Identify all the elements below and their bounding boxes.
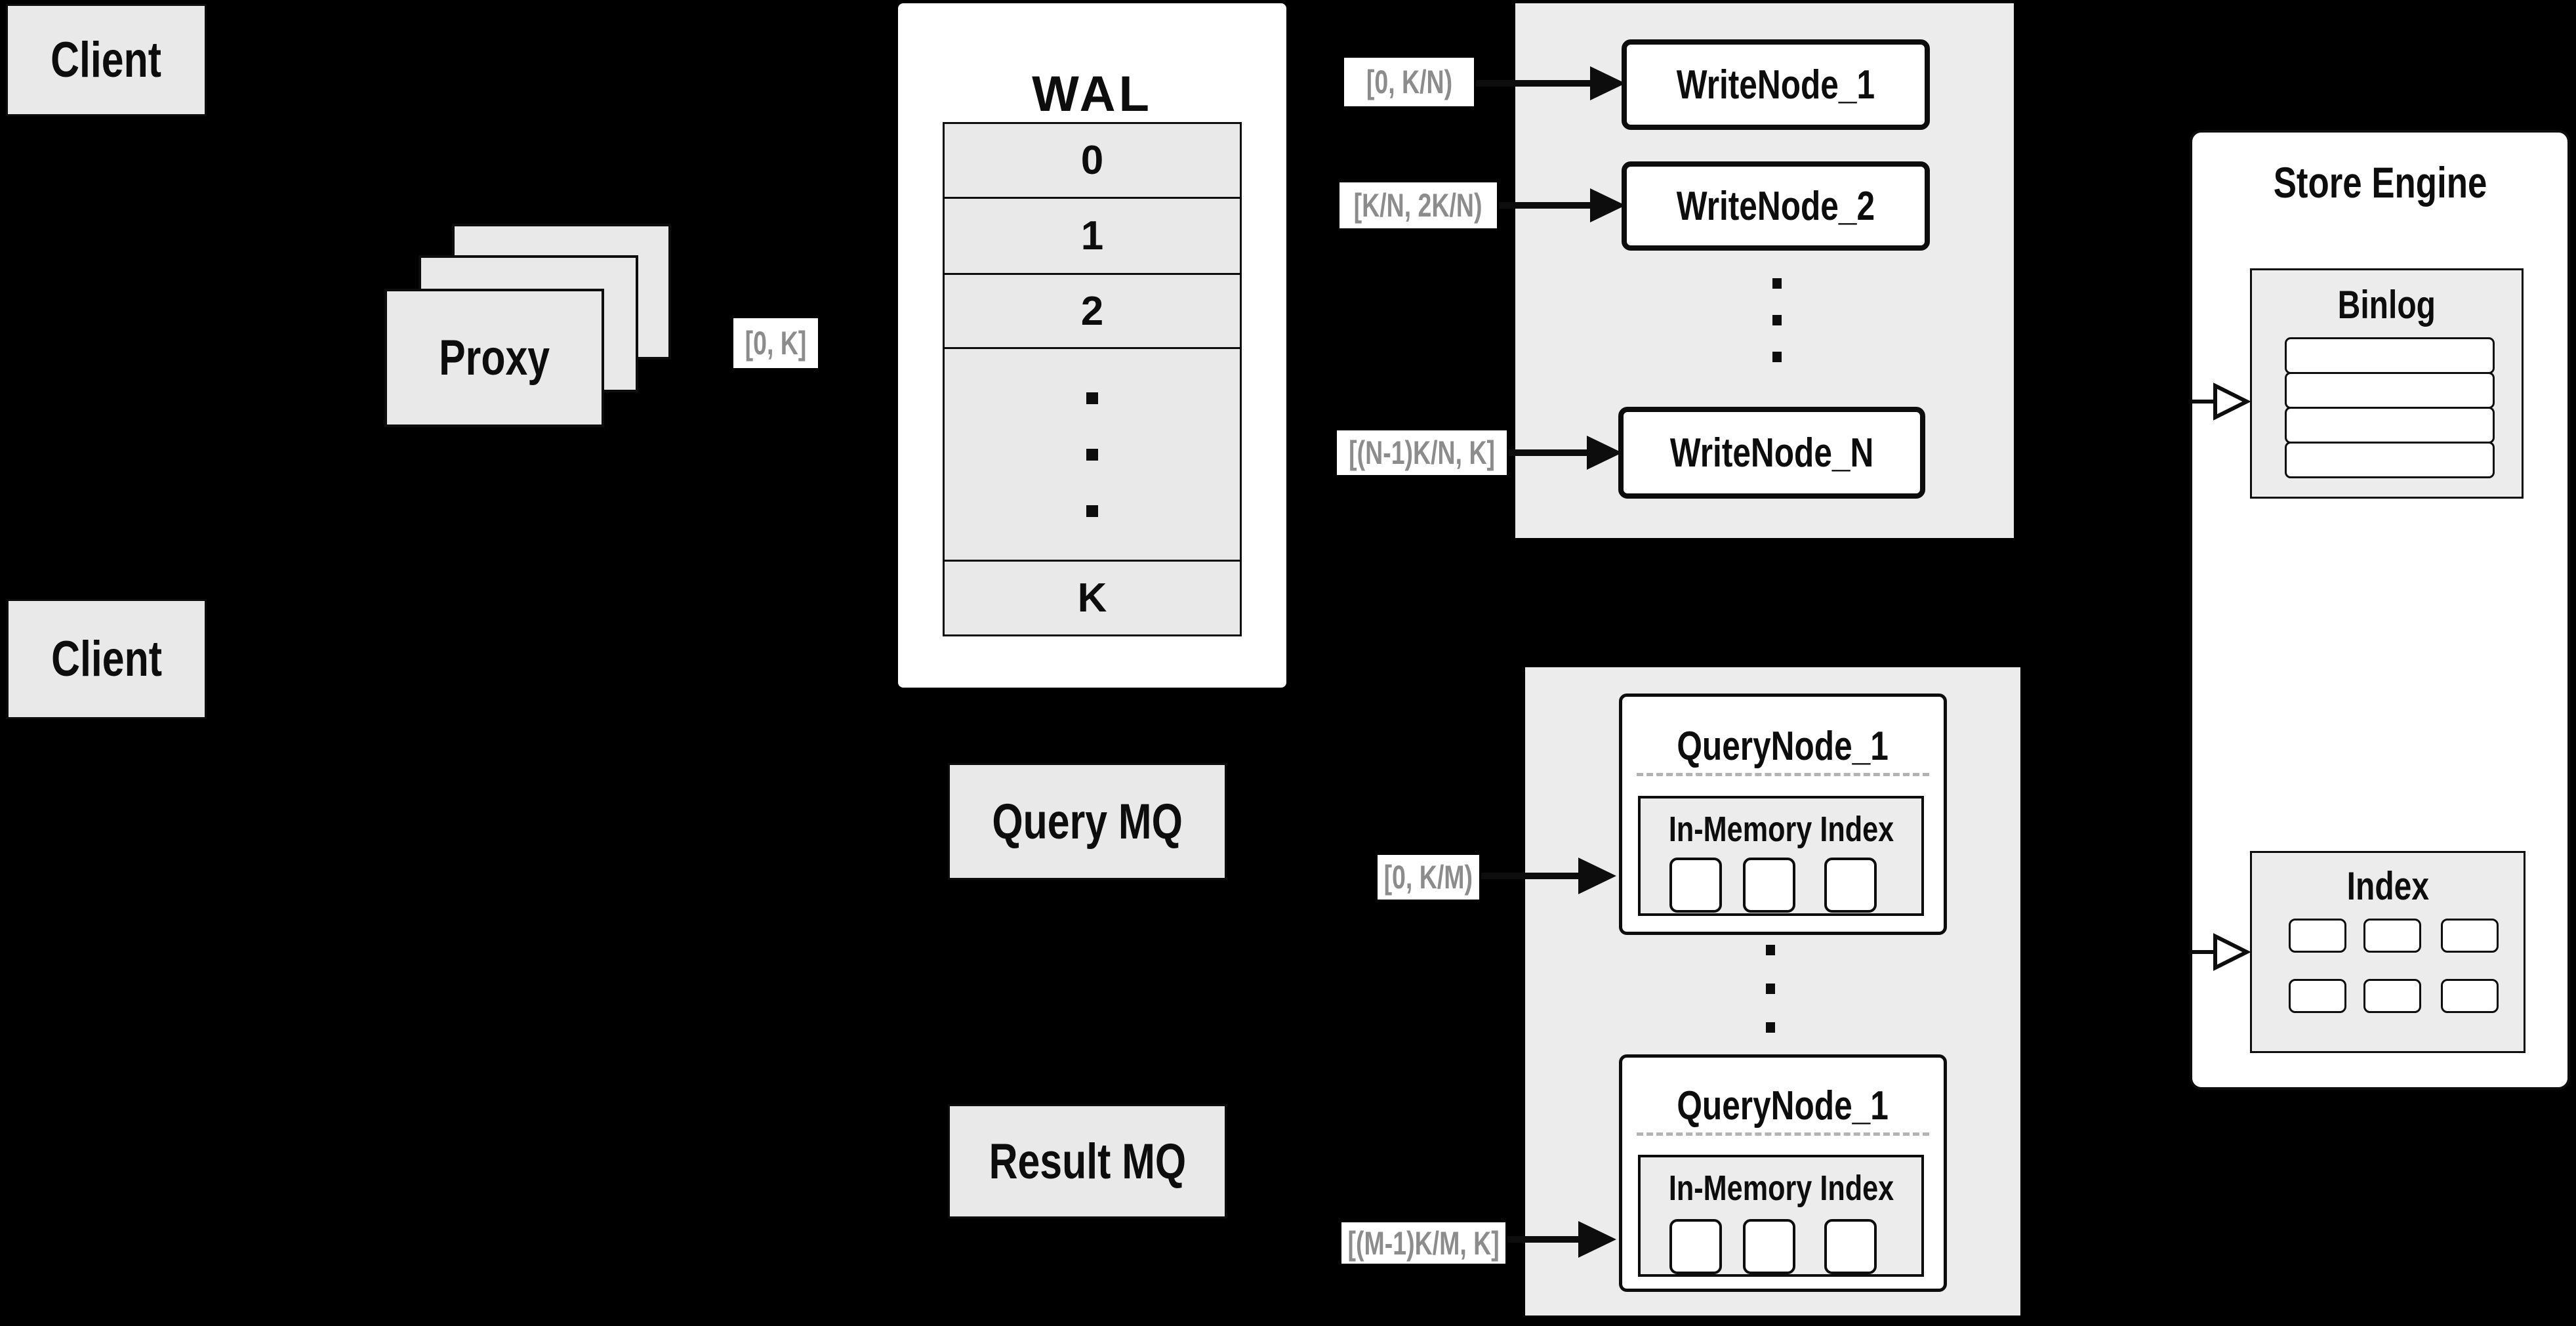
range-label-proxy-to-wal: [0, K] bbox=[733, 318, 818, 368]
index-cell bbox=[2363, 919, 2421, 953]
index-cell bbox=[2289, 979, 2346, 1013]
write-node-1-box: WriteNode_1 bbox=[1622, 39, 1930, 130]
proxy-label: Proxy bbox=[438, 330, 550, 386]
store-engine-title: Store Engine bbox=[2274, 158, 2487, 207]
write-node-n-box: WriteNode_N bbox=[1618, 407, 1925, 499]
segment-cell bbox=[1669, 1219, 1722, 1274]
index-cell bbox=[2289, 919, 2346, 953]
in-memory-index-bottom-title: In-Memory Index bbox=[1668, 1169, 1894, 1208]
client-top-label: Client bbox=[51, 32, 162, 88]
query-mq-box: Query MQ bbox=[948, 763, 1227, 880]
segment-cell bbox=[1824, 1219, 1877, 1274]
in-memory-index-bottom: In-Memory Index bbox=[1638, 1155, 1924, 1277]
query-node-bottom-box: QueryNode_1 In-Memory Index bbox=[1619, 1054, 1947, 1292]
wal-segment-table: 0 1 2 K bbox=[943, 122, 1242, 636]
binlog-row bbox=[2285, 372, 2495, 409]
binlog-title: Binlog bbox=[2337, 283, 2436, 327]
query-node-bottom-title: QueryNode_1 bbox=[1677, 1083, 1889, 1129]
write-nodes-vertical-ellipsis bbox=[1772, 278, 1782, 362]
index-cell bbox=[2441, 979, 2499, 1013]
query-node-top-box: QueryNode_1 In-Memory Index bbox=[1619, 694, 1947, 935]
range-label-write-1: [0, K/N) bbox=[1344, 58, 1474, 106]
wal-row-0: 0 bbox=[945, 124, 1240, 199]
in-memory-index-top: In-Memory Index bbox=[1638, 796, 1924, 916]
client-box-bottom: Client bbox=[7, 599, 207, 719]
binlog-box: Binlog bbox=[2250, 268, 2524, 499]
wal-vertical-ellipsis bbox=[1086, 392, 1098, 517]
index-title: Index bbox=[2346, 864, 2429, 908]
query-nodes-vertical-ellipsis bbox=[1766, 945, 1775, 1033]
proxy-box: Proxy bbox=[384, 289, 604, 427]
client-box-top: Client bbox=[6, 4, 207, 116]
index-box: Index bbox=[2250, 851, 2525, 1053]
client-bottom-label: Client bbox=[51, 631, 162, 687]
binlog-row bbox=[2285, 337, 2495, 374]
write-node-2-box: WriteNode_2 bbox=[1622, 161, 1930, 251]
index-cell bbox=[2363, 979, 2421, 1013]
wal-title: WAL bbox=[1032, 66, 1153, 122]
binlog-row bbox=[2285, 442, 2495, 478]
segment-cell bbox=[1743, 858, 1795, 913]
binlog-rows bbox=[2285, 337, 2495, 478]
result-mq-box: Result MQ bbox=[948, 1104, 1227, 1218]
wal-row-2: 2 bbox=[945, 275, 1240, 349]
wal-row-ellipsis bbox=[945, 349, 1240, 562]
range-label-result: [(M-1)K/M, K] bbox=[1341, 1222, 1505, 1264]
query-node-top-title: QueryNode_1 bbox=[1677, 724, 1889, 769]
range-label-write-n: [(N-1)K/N, K] bbox=[1337, 430, 1507, 475]
binlog-row bbox=[2285, 407, 2495, 444]
segment-cell bbox=[1824, 858, 1877, 913]
wal-row-k: K bbox=[945, 562, 1240, 634]
segment-cell bbox=[1743, 1219, 1795, 1274]
range-label-query: [0, K/M) bbox=[1378, 855, 1479, 900]
segment-cell bbox=[1669, 858, 1722, 913]
dashed-separator bbox=[1637, 773, 1929, 776]
wal-container: WAL 0 1 2 K bbox=[898, 3, 1286, 688]
range-label-write-2: [K/N, 2K/N) bbox=[1339, 182, 1497, 228]
index-cell bbox=[2441, 919, 2499, 953]
dashed-separator bbox=[1637, 1132, 1929, 1136]
in-memory-index-top-title: In-Memory Index bbox=[1668, 810, 1894, 849]
store-engine-box: Store Engine Binlog Index bbox=[2190, 130, 2570, 1090]
wal-row-1: 1 bbox=[945, 199, 1240, 275]
